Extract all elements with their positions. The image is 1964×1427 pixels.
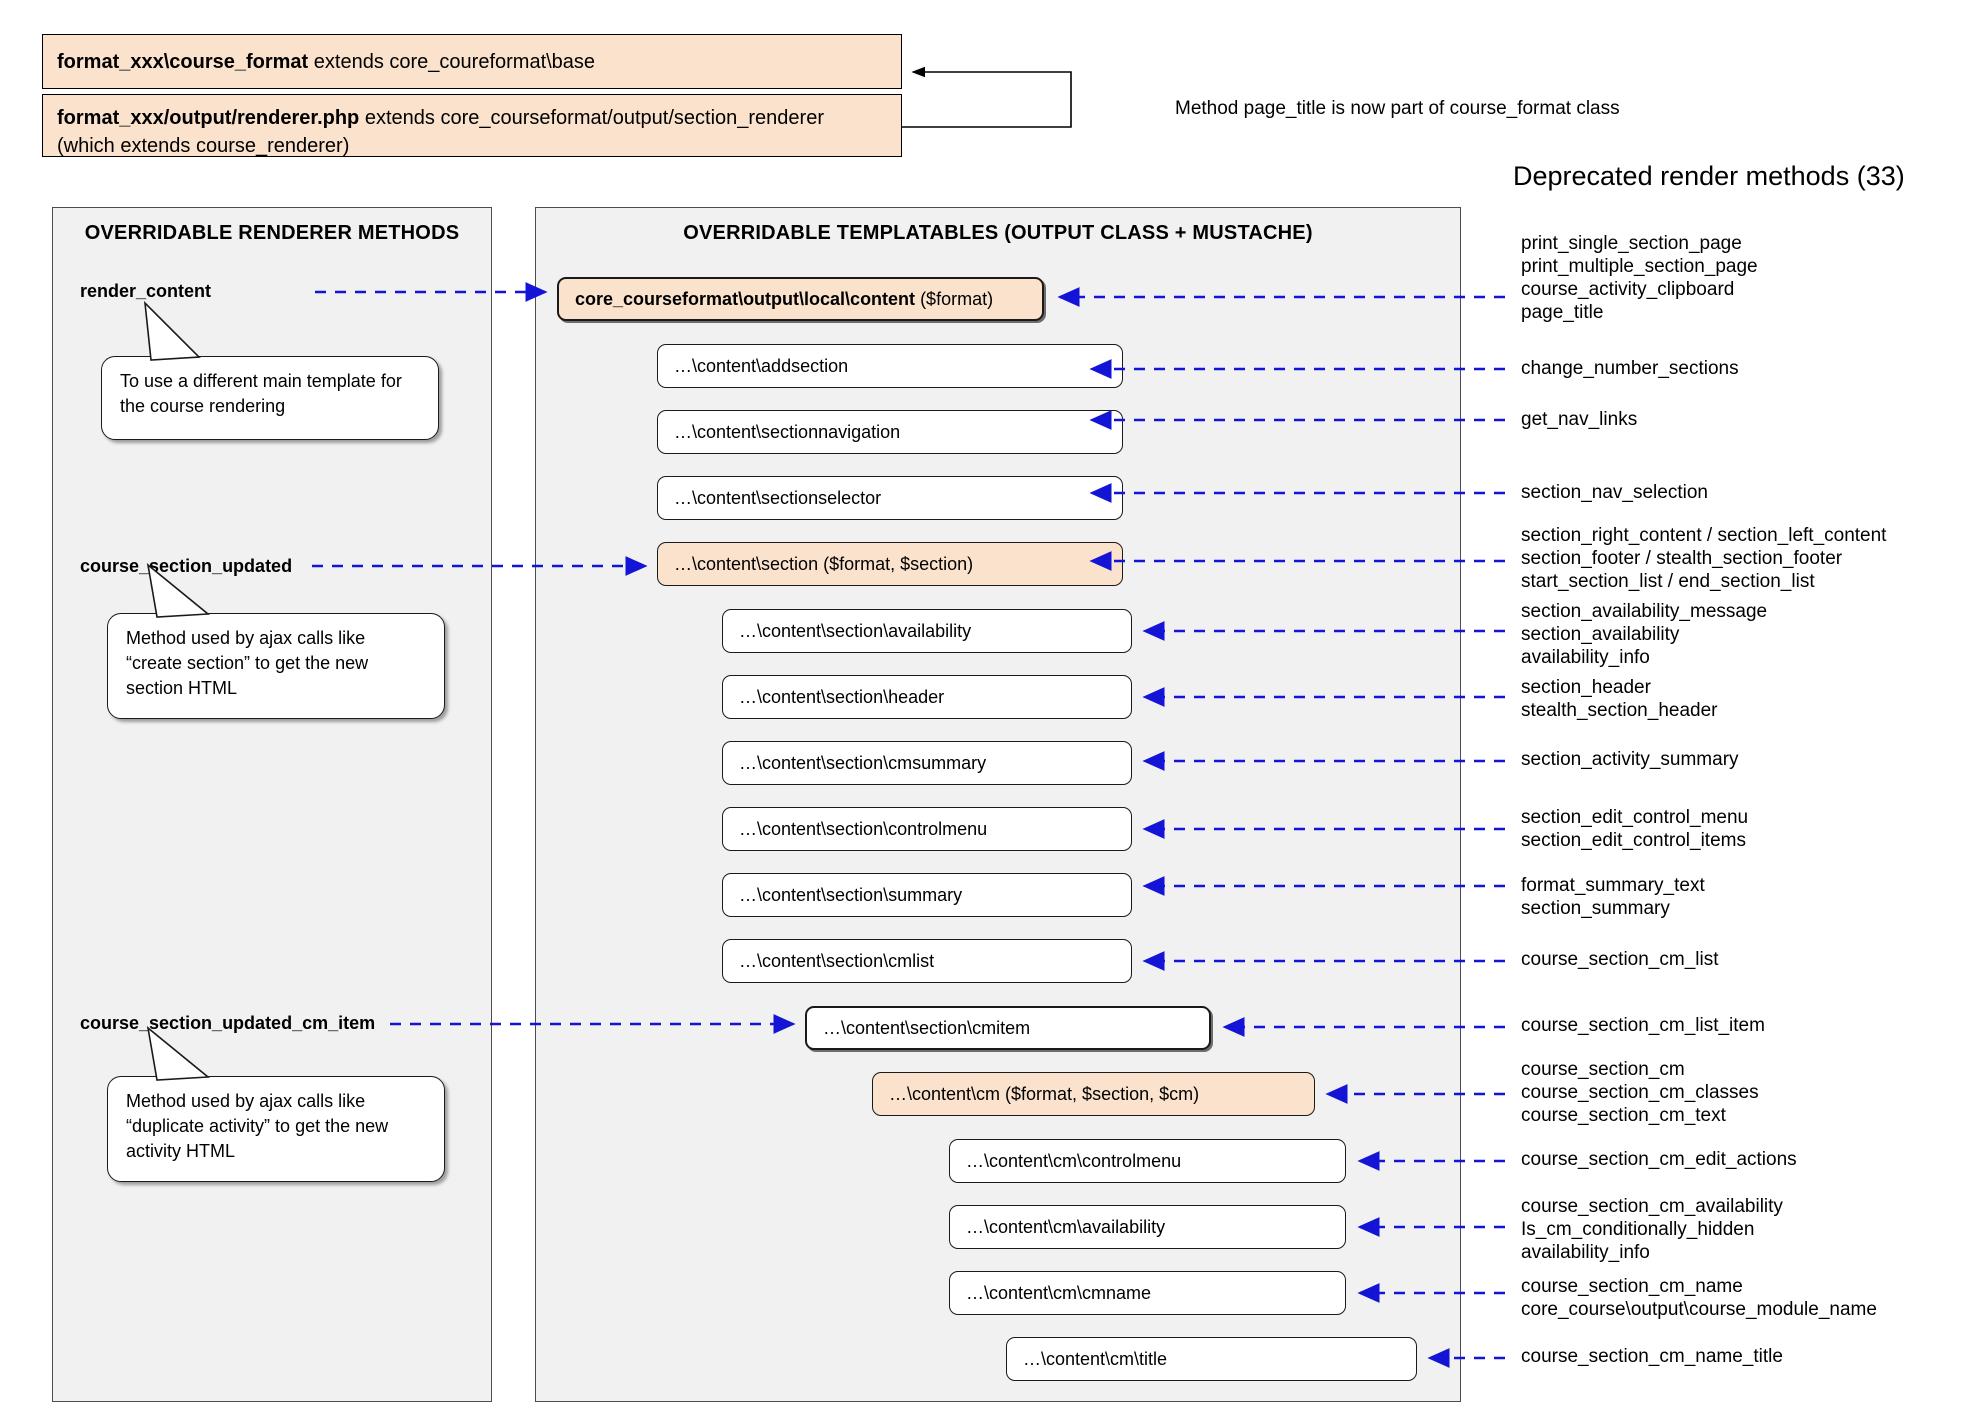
tbox-sectionnavigation[interactable]: …\content\sectionnavigation [657,410,1123,454]
deprecated-line: availability_info [1521,1242,1650,1263]
deprecated-group-3: section_nav_selection [1521,481,1708,504]
deprecated-line: course_section_cm_list [1521,949,1719,970]
tbox-section-controlmenu[interactable]: …\content\section\controlmenu [722,807,1132,851]
tbox-section-summary[interactable]: …\content\section\summary [722,873,1132,917]
tbox-content-root-rest: ($format) [915,289,994,309]
deprecated-group-8: section_edit_control_menu section_edit_c… [1521,806,1748,852]
deprecated-line: section_nav_selection [1521,482,1708,503]
tbox-content-root-bold: core_courseformat\output\local\content [575,289,916,309]
deprecated-line: section_availability_message [1521,601,1768,622]
callout-course-section-updated: Method used by ajax calls like “create s… [107,613,445,719]
tbox-section-availability[interactable]: …\content\section\availability [722,609,1132,653]
class-header-bold: format_xxx\course_format [57,50,309,73]
class-header-rest: extends core_coureformat\base [308,50,596,73]
deprecated-group-6: section_header stealth_section_header [1521,676,1717,722]
tbox-content-root[interactable]: core_courseformat\output\local\content (… [557,277,1044,321]
deprecated-line: section_summary [1521,898,1670,919]
deprecated-group-13: course_section_cm_edit_actions [1521,1148,1797,1171]
deprecated-line: core_course\output\course_module_name [1521,1299,1877,1320]
deprecated-line: print_single_section_page [1521,233,1742,254]
renderer-header-bold: format_xxx/output/renderer.php [57,107,360,129]
deprecated-group-15: course_section_cm_name core_course\outpu… [1521,1275,1877,1321]
deprecated-line: course_section_cm_availability [1521,1196,1783,1217]
tbox-sectionselector[interactable]: …\content\sectionselector [657,476,1123,520]
page-title-note: Method page_title is now part of course_… [1175,98,1620,119]
deprecated-line: stealth_section_header [1521,700,1718,721]
deprecated-group-10: course_section_cm_list [1521,948,1718,971]
tbox-cm-controlmenu[interactable]: …\content\cm\controlmenu [949,1139,1346,1183]
callout-render-content: To use a different main template for the… [101,356,439,440]
tbox-cm[interactable]: …\content\cm ($format, $section, $cm) [872,1072,1315,1116]
center-panel-title: OVERRIDABLE TEMPLATABLES (OUTPUT CLASS +… [683,222,1313,244]
deprecated-line: section_right_content / section_left_con… [1521,525,1887,546]
deprecated-line: course_section_cm_text [1521,1105,1726,1126]
tbox-section-cmitem[interactable]: …\content\section\cmitem [805,1006,1211,1050]
tbox-cm-availability[interactable]: …\content\cm\availability [949,1205,1346,1249]
tbox-cm-cmname[interactable]: …\content\cm\cmname [949,1271,1346,1315]
inheritance-connector [902,66,1072,128]
callout-tails [143,300,211,1081]
tbox-section-cmlist[interactable]: …\content\section\cmlist [722,939,1132,983]
deprecated-line: course_section_cm_name_title [1521,1346,1783,1367]
left-panel-title: OVERRIDABLE RENDERER METHODS [84,222,460,244]
deprecated-line: course_section_cm_classes [1521,1082,1759,1103]
deprecated-line: section_availability [1521,624,1680,645]
deprecated-line: section_footer / stealth_section_footer [1521,548,1843,569]
method-label-render-content[interactable]: render_content [80,281,212,301]
class-header-box: format_xxx\course_format extends core_co… [42,34,902,89]
deprecated-line: section_header [1521,677,1651,698]
deprecated-line: course_activity_clipboard [1521,279,1735,300]
deprecated-line: format_summary_text [1521,875,1705,896]
deprecated-line: availability_info [1521,647,1650,668]
renderer-header-box: format_xxx/output/renderer.php extends c… [42,94,902,157]
tbox-section-cmsummary[interactable]: …\content\section\cmsummary [722,741,1132,785]
callout-course-section-updated-cm-item: Method used by ajax calls like “duplicat… [107,1076,445,1182]
deprecated-group-12: course_section_cm course_section_cm_clas… [1521,1058,1759,1127]
deprecated-line: change_number_sections [1521,358,1739,379]
renderer-header-rest: extends core_courseformat/output/section… [57,107,824,157]
deprecated-line: Is_cm_conditionally_hidden [1521,1219,1755,1240]
deprecated-line: start_section_list / end_section_list [1521,571,1815,592]
deprecated-group-0: print_single_section_page print_multiple… [1521,232,1758,324]
deprecated-group-16: course_section_cm_name_title [1521,1345,1783,1368]
callout-tail-1 [143,300,201,361]
tbox-section-header[interactable]: …\content\section\header [722,675,1132,719]
deprecated-group-1: change_number_sections [1521,357,1739,380]
deprecated-line: print_multiple_section_page [1521,256,1758,277]
deprecated-line: course_section_cm [1521,1059,1685,1080]
tbox-section[interactable]: …\content\section ($format, $section) [657,542,1123,586]
deprecated-line: course_section_cm_edit_actions [1521,1149,1797,1170]
deprecated-line: section_edit_control_items [1521,830,1746,851]
deprecated-group-7: section_activity_summary [1521,748,1739,771]
deprecated-line: course_section_cm_name [1521,1276,1743,1297]
deprecated-group-4: section_right_content / section_left_con… [1521,524,1886,593]
deprecated-group-9: format_summary_text section_summary [1521,874,1705,920]
deprecated-group-5: section_availability_message section_ava… [1521,600,1767,669]
deprecated-line: get_nav_links [1521,409,1638,430]
callout-tail-3 [146,1026,211,1081]
deprecated-group-2: get_nav_links [1521,408,1637,431]
callout-tail-2 [146,563,211,618]
deprecated-line: course_section_cm_list_item [1521,1015,1765,1036]
center-panel [535,207,1461,1402]
deprecated-methods-title: Deprecated render methods (33) [1513,161,1905,191]
deprecated-line: section_activity_summary [1521,749,1739,770]
tbox-cm-title[interactable]: …\content\cm\title [1006,1337,1417,1381]
deprecated-group-14: course_section_cm_availability Is_cm_con… [1521,1195,1783,1264]
method-label-course-section-updated[interactable]: course_section_updated [80,556,293,576]
method-label-course-section-updated-cm-item[interactable]: course_section_updated_cm_item [80,1013,376,1033]
tbox-addsection[interactable]: …\content\addsection [657,344,1123,388]
deprecated-line: page_title [1521,302,1604,323]
deprecated-group-11: course_section_cm_list_item [1521,1014,1765,1037]
deprecated-line: section_edit_control_menu [1521,807,1749,828]
